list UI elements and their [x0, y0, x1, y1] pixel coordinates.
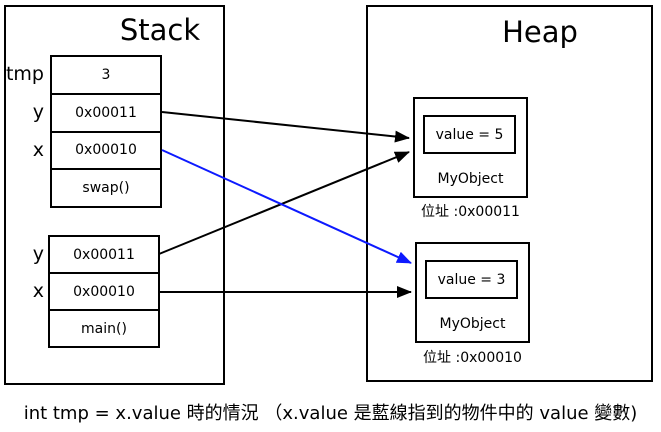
cell-y-value: 0x00011: [52, 92, 160, 131]
var-label-y-swap: y: [32, 101, 44, 123]
diagram-caption: int tmp = x.value 時的情況 （x.value 是藍線指到的物件…: [23, 403, 638, 424]
cell-function-name: swap(): [52, 168, 160, 206]
var-label-y-main: y: [32, 243, 44, 265]
cell-y-value: 0x00011: [73, 246, 135, 263]
stack-frame-main: 0x00011 0x00010 main(): [48, 235, 160, 348]
cell-x-value: 0x00010: [52, 130, 160, 169]
address-label-0x00011: 位址 :0x00011: [421, 204, 520, 220]
cell-function-name: main(): [50, 309, 158, 346]
address-label-0x00010: 位址 :0x00010: [423, 350, 522, 366]
object-type-label: MyObject: [439, 316, 506, 332]
heap-object-0x00010: value = 3 MyObject: [415, 242, 530, 343]
value-field-box: value = 3: [425, 260, 518, 299]
var-label-x-main: x: [32, 280, 44, 302]
stack-frame-swap: 3 0x00011 0x00010 swap(): [50, 55, 162, 208]
var-label-tmp: tmp: [5, 63, 44, 85]
cell-x-value: 0x00010: [50, 272, 158, 309]
stack-title: Stack: [119, 13, 201, 47]
value-field-box: value = 5: [423, 115, 516, 154]
var-label-x-swap: x: [32, 139, 44, 161]
cell-tmp-value: 3: [101, 66, 111, 83]
heap-object-0x00011: value = 5 MyObject: [413, 97, 528, 198]
object-type-label: MyObject: [437, 171, 504, 187]
heap-title: Heap: [502, 15, 578, 49]
